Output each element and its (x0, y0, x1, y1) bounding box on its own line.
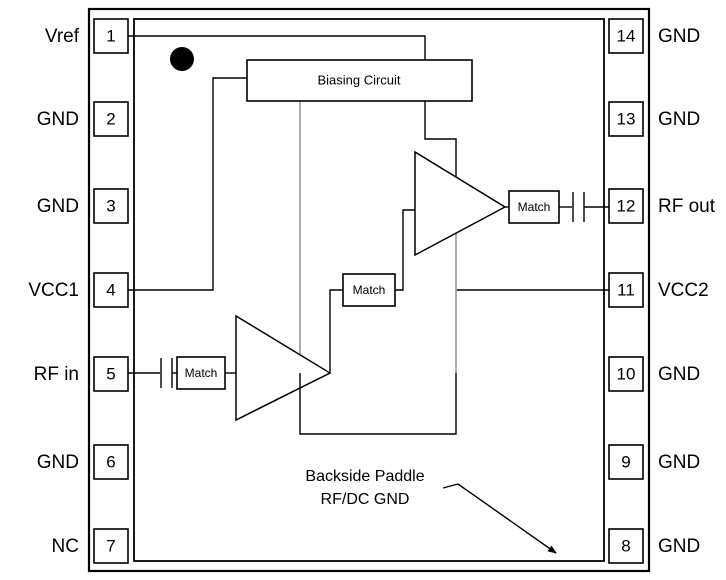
wire-match-mid-to-amp2 (395, 209, 415, 291)
pin-box-6[interactable] (93, 444, 129, 480)
pin-box-2[interactable] (93, 101, 129, 137)
wire-vref-to-bias (128, 35, 426, 60)
pin-label-gnd-3: GND (37, 196, 79, 217)
biasing-circuit-label: Biasing Circuit (317, 72, 400, 87)
pin-label-rf-out: RF out (658, 196, 716, 217)
backside-paddle-leader-arrow (442, 483, 557, 554)
pin-number-12: 12 (617, 196, 636, 215)
pin-box-14[interactable] (608, 18, 644, 54)
pin-number-13: 13 (617, 109, 636, 128)
pin-label-gnd-9: GND (658, 452, 700, 473)
pin-label-vcc1: VCC1 (28, 280, 79, 301)
pin-box-3[interactable] (93, 188, 129, 224)
pin-number-2: 2 (106, 109, 115, 128)
match-block-output[interactable] (508, 190, 560, 224)
pin-label-gnd-2: GND (37, 109, 79, 130)
wire-amp1-to-match-mid (329, 289, 343, 373)
match-interstage-label: Match (353, 283, 386, 297)
pin-box-11[interactable] (608, 272, 644, 308)
pin-box-5[interactable] (93, 356, 129, 392)
pin-number-9: 9 (621, 452, 630, 471)
pin-box-7[interactable] (93, 528, 129, 564)
backside-paddle-label-line1: Backside Paddle (305, 468, 424, 485)
pin-number-5: 5 (106, 364, 115, 383)
pin-label-gnd-10: GND (658, 364, 700, 385)
match-block-interstage[interactable] (342, 273, 396, 307)
wire-bias-to-amp2 (424, 101, 457, 210)
pin-number-1: 1 (106, 26, 115, 45)
pin-one-orientation-dot (170, 47, 194, 71)
match-output-label: Match (518, 200, 551, 214)
wire-bias-to-vcc1 (128, 77, 247, 291)
pin-label-gnd-13: GND (658, 109, 700, 130)
match-input-label: Match (185, 366, 218, 380)
pin-label-vcc2: VCC2 (658, 280, 709, 301)
pin-box-4[interactable] (93, 272, 129, 308)
amplifier-stage-2 (414, 150, 507, 257)
package-outline (87, 7, 651, 573)
pin-box-9[interactable] (608, 444, 644, 480)
pin-box-12[interactable] (608, 188, 644, 224)
backside-paddle-label-line2: RF/DC GND (321, 491, 410, 508)
pin-number-4: 4 (106, 280, 115, 299)
pin-number-6: 6 (106, 452, 115, 471)
pin-number-3: 3 (106, 196, 115, 215)
match-block-input[interactable] (176, 356, 226, 390)
pin-number-14: 14 (617, 26, 636, 45)
wire-ground-return-loop (299, 373, 457, 435)
pin-label-gnd-6: GND (37, 452, 79, 473)
pin-box-8[interactable] (608, 528, 644, 564)
amplifier-stage-1 (235, 314, 332, 422)
pin-label-rf-in: RF in (34, 364, 79, 385)
biasing-circuit-block[interactable] (246, 59, 473, 102)
pin-label-vref: Vref (45, 26, 80, 47)
right-pin-group (608, 18, 644, 564)
pin-label-gnd-8: GND (658, 536, 700, 557)
pin-number-10: 10 (617, 364, 636, 383)
left-pin-group (93, 18, 129, 564)
pin-number-7: 7 (106, 536, 115, 555)
pin-box-10[interactable] (608, 356, 644, 392)
pin-label-gnd-14: GND (658, 26, 700, 47)
pin-number-8: 8 (621, 536, 630, 555)
pin-box-13[interactable] (608, 101, 644, 137)
pin-label-nc: NC (52, 536, 79, 557)
pin-number-11: 11 (617, 280, 635, 299)
